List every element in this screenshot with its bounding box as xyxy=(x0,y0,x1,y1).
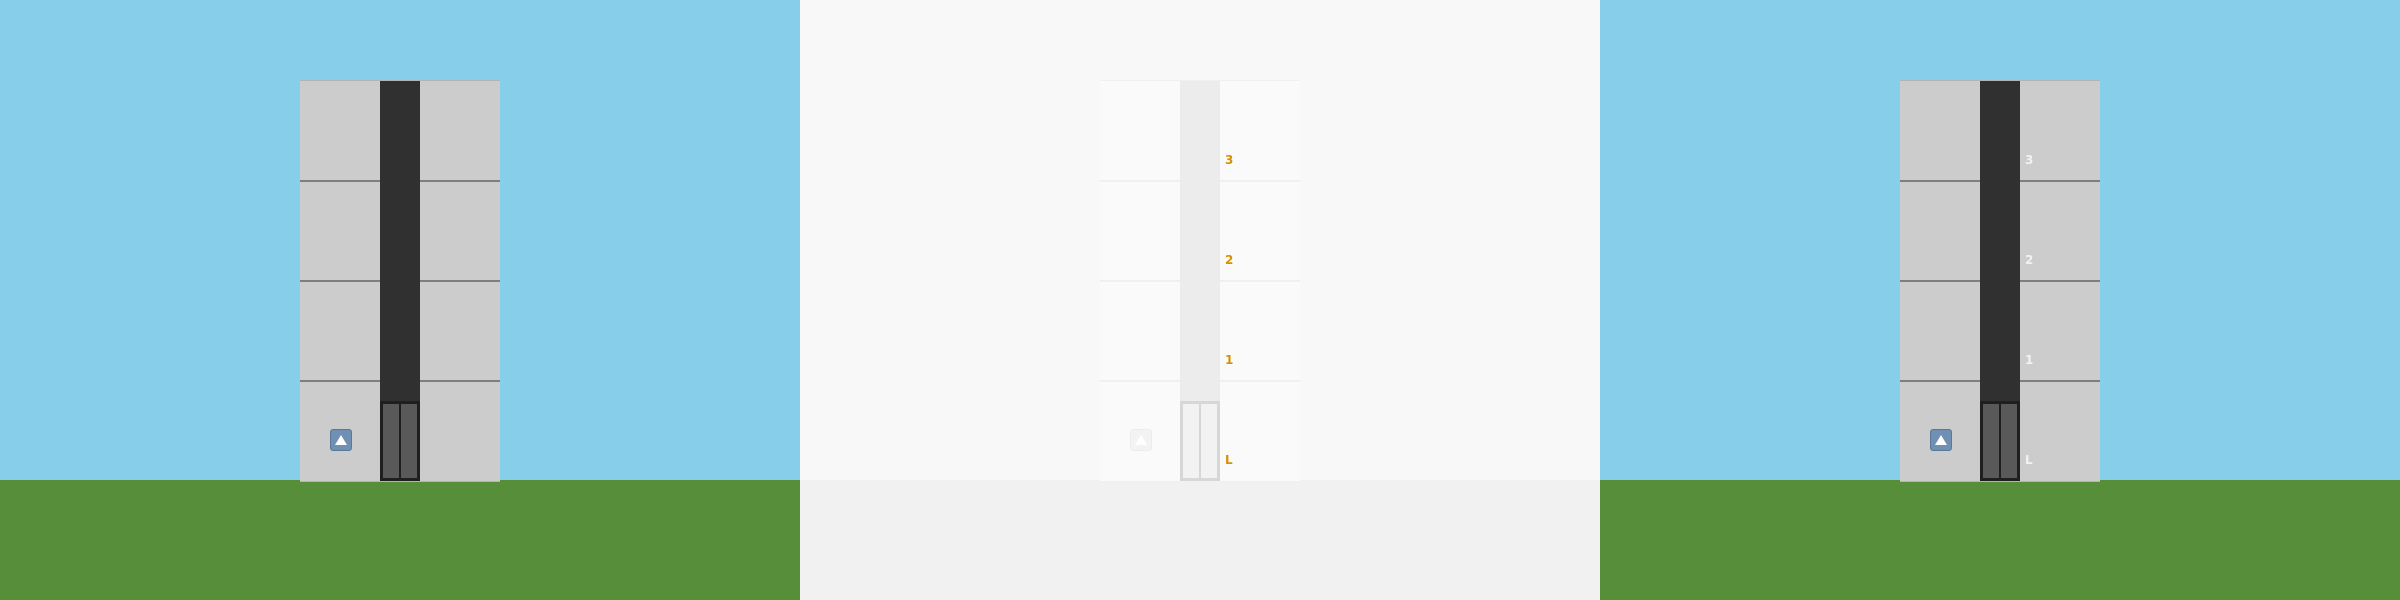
elevator-car xyxy=(1980,401,2020,481)
floor-label-1: 1 xyxy=(1225,353,1234,367)
floor-label-2: 2 xyxy=(2025,253,2034,267)
ground xyxy=(0,480,800,600)
building: 3 2 1 L xyxy=(1900,80,2100,482)
floor-label-3: 3 xyxy=(2025,153,2034,167)
ground xyxy=(1600,480,2400,600)
up-arrow-icon xyxy=(335,435,347,445)
elevator-door-right xyxy=(400,403,418,479)
floor-label-3: 3 xyxy=(1225,153,1234,167)
elevator-scene-right: 3 2 1 L xyxy=(1600,0,2400,600)
floor-label-l: L xyxy=(425,453,433,467)
building: 3 2 1 L xyxy=(1100,80,1300,482)
building: 3 2 1 L xyxy=(300,80,500,482)
elevator-door-right xyxy=(2000,403,2018,479)
elevator-door-left xyxy=(382,403,400,479)
call-elevator-button[interactable] xyxy=(330,429,352,451)
call-elevator-button[interactable] xyxy=(1130,429,1152,451)
call-elevator-button[interactable] xyxy=(1930,429,1952,451)
elevator-car xyxy=(380,401,420,481)
ground xyxy=(800,480,1600,600)
floor-label-1: 1 xyxy=(2025,353,2034,367)
up-arrow-icon xyxy=(1935,435,1947,445)
elevator-scene-left: 3 2 1 L xyxy=(0,0,800,600)
elevator-car xyxy=(1180,401,1220,481)
elevator-door-left xyxy=(1182,403,1200,479)
floor-label-1: 1 xyxy=(425,353,433,367)
elevator-door-left xyxy=(1982,403,2000,479)
floor-label-2: 2 xyxy=(425,253,433,267)
floor-label-l: L xyxy=(1225,453,1233,467)
floor-label-3: 3 xyxy=(425,153,433,167)
up-arrow-icon xyxy=(1135,435,1147,445)
elevator-door-right xyxy=(1200,403,1218,479)
elevator-scene-middle: 3 2 1 L xyxy=(800,0,1600,600)
floor-label-2: 2 xyxy=(1225,253,1234,267)
floor-label-l: L xyxy=(2025,453,2033,467)
